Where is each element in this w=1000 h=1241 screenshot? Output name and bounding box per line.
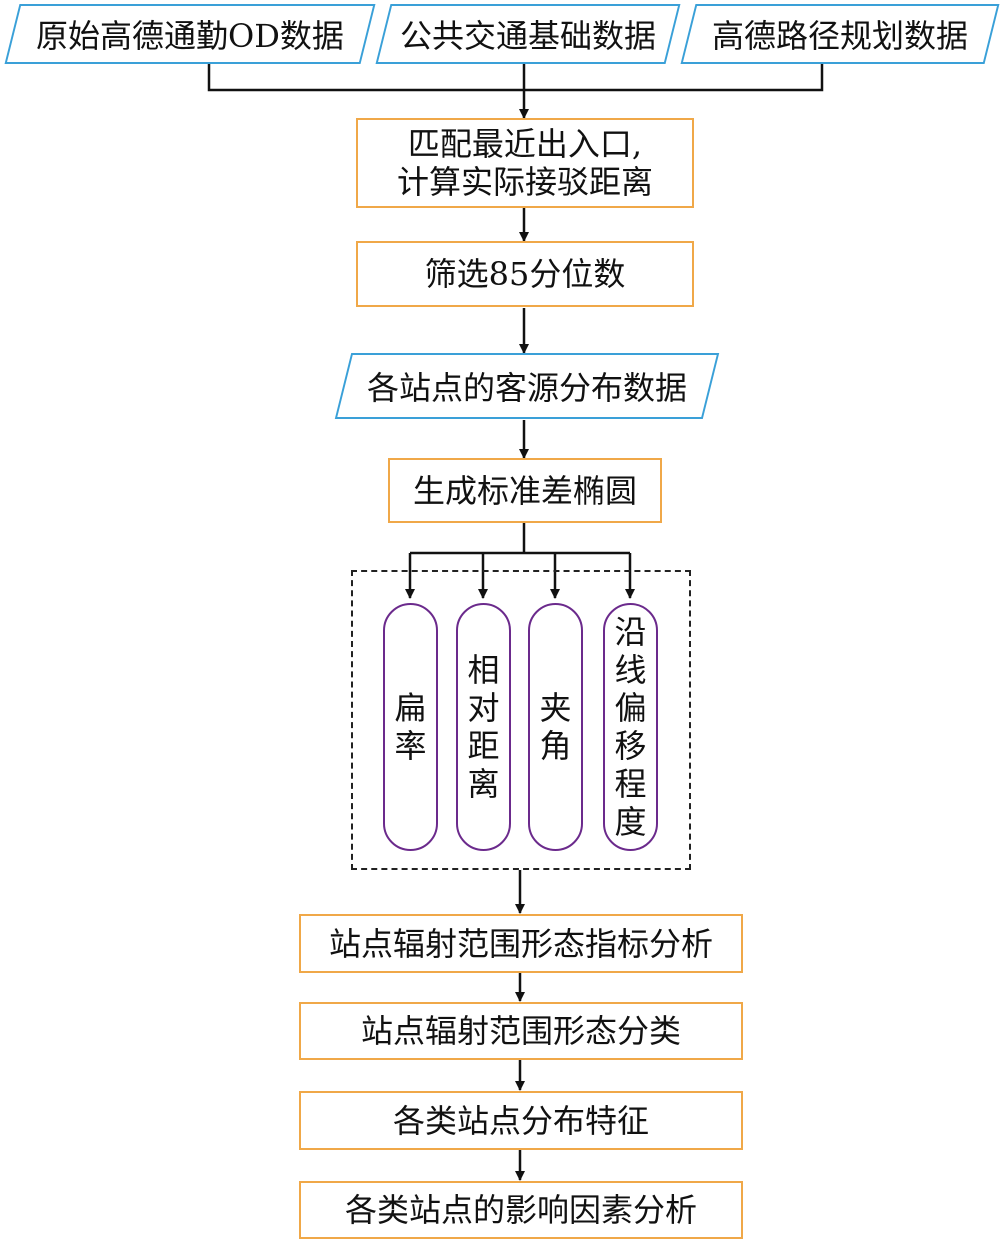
indicator-angle: 夹角 [528,603,583,851]
analysis-indicators: 站点辐射范围形态指标分析 [299,914,743,973]
indicator-angle-label: 夹角 [539,689,572,765]
input-od-data-label: 原始高德通勤OD数据 [36,17,344,55]
indicator-flattening-label: 扁率 [394,689,427,765]
analysis-distribution-label: 各类站点分布特征 [392,1101,649,1140]
indicator-relative-distance: 相对距离 [456,603,511,851]
analysis-classification-label: 站点辐射范围形态分类 [360,1012,681,1050]
indicator-relative-distance-label: 相对距离 [467,651,500,803]
indicator-line-offset-label: 沿线偏移程度 [614,613,647,841]
indicator-flattening: 扁率 [383,603,438,851]
analysis-classification: 站点辐射范围形态分类 [299,1002,743,1060]
ellipse-step-label: 生成标准差椭圆 [412,471,637,510]
filter-step-label: 筛选85分位数 [424,255,626,293]
input-od-data: 原始高德通勤OD数据 [4,4,376,64]
match-step: 匹配最近出入口, 计算实际接驳距离 [356,118,694,208]
match-step-line-2: 计算实际接驳距离 [396,163,653,201]
source-data-label: 各站点的客源分布数据 [366,369,687,407]
input-merge-line [207,64,824,92]
input-transit-data-label: 公共交通基础数据 [399,17,656,55]
match-step-line-1: 匹配最近出入口, [407,125,643,163]
analysis-indicators-label: 站点辐射范围形态指标分析 [328,924,713,963]
input-transit-data: 公共交通基础数据 [375,4,681,64]
analysis-influence: 各类站点的影响因素分析 [299,1181,743,1239]
input-route-data-label: 高德路径规划数据 [711,17,968,55]
analysis-influence-label: 各类站点的影响因素分析 [344,1191,697,1229]
source-data: 各站点的客源分布数据 [334,353,720,419]
ellipse-step: 生成标准差椭圆 [388,458,662,523]
indicator-group [351,570,691,870]
filter-step: 筛选85分位数 [356,241,694,307]
analysis-distribution: 各类站点分布特征 [299,1091,743,1150]
input-route-data: 高德路径规划数据 [680,4,1000,64]
indicator-line-offset: 沿线偏移程度 [603,603,658,851]
